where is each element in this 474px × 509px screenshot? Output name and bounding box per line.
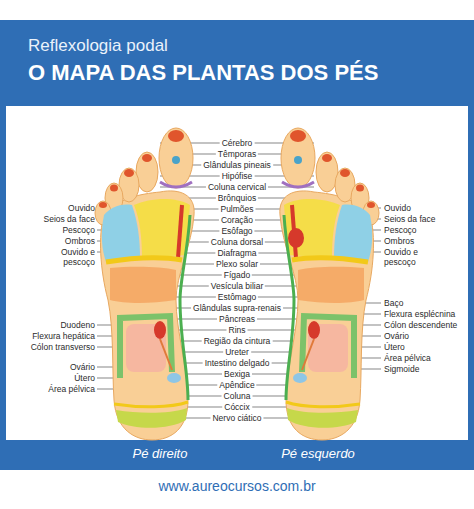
- zone-label: Ovário: [70, 362, 95, 372]
- zone-label: Útero: [74, 373, 95, 383]
- zone-label: Esôfago: [219, 226, 254, 236]
- zone-label: Área pélvica: [384, 353, 431, 363]
- zone-label: Nervo ciático: [210, 413, 263, 423]
- zone-label: Glândulas supra-renais: [191, 303, 283, 313]
- zone-label: Apêndice: [217, 380, 256, 390]
- subtitle: Reflexologia podal: [28, 36, 168, 56]
- zone-label: Rins: [226, 325, 247, 335]
- zone-label: Pulmões: [218, 204, 255, 214]
- zone-label: Cólon transverso: [31, 342, 95, 352]
- zone-label: Região da cintura: [202, 336, 273, 346]
- zone-label: Ovário: [384, 331, 409, 341]
- zone-label: Sigmoide: [384, 364, 419, 374]
- heart-zone: [288, 228, 304, 248]
- zone-label: Ombros: [65, 236, 95, 246]
- zone-label: Baço: [384, 298, 403, 308]
- zone-label: Seios da face: [43, 214, 95, 224]
- zone-label: Pescoço: [384, 225, 417, 235]
- zone-label: Hipófise: [220, 171, 255, 181]
- zone-label: Glândulas pineais: [201, 160, 273, 170]
- foot-name: Pé esquerdo: [281, 446, 355, 462]
- zone-label: Flexura hepática: [32, 331, 95, 341]
- zone-label: Ombros: [384, 236, 414, 246]
- zone-label: Duodeno: [60, 320, 95, 330]
- frame-side: [468, 106, 474, 440]
- zone-label: Ouvido: [68, 203, 95, 213]
- right-foot: [95, 128, 194, 440]
- frame-side: [0, 106, 6, 440]
- zone-label: Área pélvica: [48, 384, 95, 394]
- zone-label: Ouvido e pescoço: [51, 247, 95, 267]
- zone-label: Ouvido e pescoço: [384, 247, 428, 267]
- zone-label: Estômago: [216, 292, 258, 302]
- zone-label: Coluna dorsal: [209, 237, 265, 247]
- header-band: [0, 20, 474, 106]
- zone-label: Seios da face: [384, 214, 436, 224]
- left-foot: [280, 128, 379, 440]
- zone-label: Cóccix: [222, 402, 252, 412]
- footer-band: [0, 440, 474, 470]
- zone-label: Útero: [384, 342, 405, 352]
- zone-label: Cólon descendente: [384, 320, 457, 330]
- zone-label: Ouvido: [384, 203, 411, 213]
- zone-label: Pâncreas: [217, 314, 257, 324]
- zone-label: Intestino delgado: [203, 358, 272, 368]
- zone-label: Coluna cervical: [206, 182, 268, 192]
- zone-label: Bexiga: [222, 369, 252, 379]
- zone-label: Vesícula biliar: [209, 281, 265, 291]
- zone-label: Ureter: [223, 347, 251, 357]
- zone-label: Diafragma: [215, 248, 258, 258]
- zone-label: Têmporas: [216, 149, 258, 159]
- website: www.aureocursos.com.br: [158, 478, 315, 495]
- main-title: O MAPA DAS PLANTAS DOS PÉS: [28, 60, 378, 86]
- zone-label: Flexura esplécnina: [384, 309, 455, 319]
- zone-label: Pescoço: [62, 225, 95, 235]
- foot-name: Pé direito: [133, 446, 188, 462]
- zone-label: Fígado: [222, 270, 252, 280]
- zone-label: Cérebro: [220, 138, 255, 148]
- zone-label: Plexo solar: [214, 259, 260, 269]
- zone-label: Coluna: [222, 391, 253, 401]
- zone-label: Coração: [219, 215, 255, 225]
- zone-label: Brônquios: [216, 193, 258, 203]
